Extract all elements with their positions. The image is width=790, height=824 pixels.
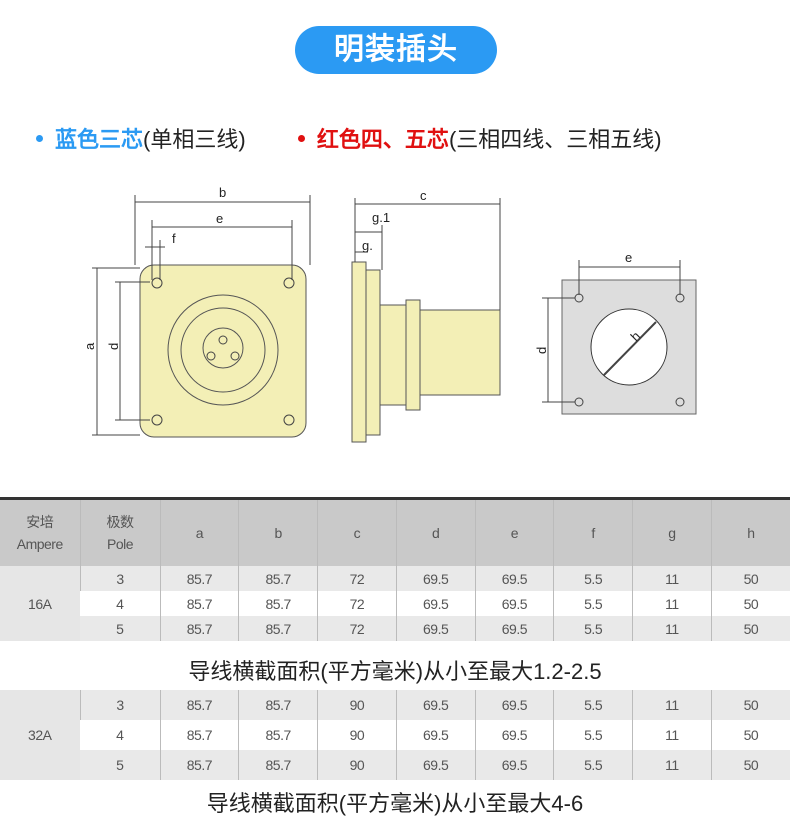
table-cell: 5.5 [553, 591, 633, 616]
table-cell: 69.5 [395, 616, 475, 641]
table-cell: 90 [317, 720, 397, 750]
table-cell: 85.7 [159, 690, 239, 720]
table-cell: 69.5 [474, 690, 554, 720]
table-cell: 85.7 [238, 591, 318, 616]
dim-d2: d [534, 347, 549, 354]
color-legend: 蓝色三芯(单相三线) 红色四、五芯(三相四线、三相五线) [36, 122, 662, 154]
table-cell: 5.5 [553, 690, 633, 720]
table-cell: 69.5 [474, 566, 554, 591]
table-cell: 85.7 [159, 750, 239, 780]
table-cell: 3 [79, 566, 160, 591]
header-e: e [474, 498, 554, 566]
wire-spec-caption-16a: 导线横截面积(平方毫米)从小至最大1.2-2.5 [188, 659, 602, 684]
header-f: f [553, 498, 633, 566]
dim-c: c [420, 188, 427, 203]
header-a: a [159, 498, 239, 566]
table-cell: 85.7 [238, 616, 318, 641]
table-cell: 50 [710, 566, 790, 591]
header-b: b [238, 498, 318, 566]
table-cell: 5.5 [553, 720, 633, 750]
header-h: h [710, 498, 790, 566]
table-cell: 85.7 [159, 616, 239, 641]
dim-d: d [106, 343, 121, 350]
table-cell: 85.7 [238, 750, 318, 780]
header-d: d [395, 498, 475, 566]
dim-g1: g.1 [372, 210, 390, 225]
table-cell: 85.7 [159, 566, 239, 591]
dim-e: e [216, 211, 223, 226]
legend-blue-desc: (单相三线) [143, 127, 246, 152]
wire-spec-caption-32a: 导线横截面积(平方毫米)从小至最大4-6 [206, 791, 584, 816]
table-cell: 5.5 [553, 750, 633, 780]
table-cell: 90 [317, 690, 397, 720]
table-cell: 69.5 [395, 591, 475, 616]
header-g: g [632, 498, 712, 566]
table-cell: 50 [710, 616, 790, 641]
table-cell: 69.5 [474, 591, 554, 616]
table-cell: 72 [317, 616, 397, 641]
table-cell: 85.7 [159, 720, 239, 750]
table-cell: 11 [632, 616, 712, 641]
table-cell: 50 [710, 750, 790, 780]
table-cell: 85.7 [238, 720, 318, 750]
dim-b: b [219, 185, 226, 200]
table-cell: 72 [317, 591, 397, 616]
table-cell: 69.5 [395, 566, 475, 591]
red-dot-icon [297, 134, 305, 142]
dim-f: f [172, 231, 176, 246]
ampere-cell: 32A [0, 690, 80, 780]
table-cell: 11 [632, 690, 712, 720]
legend-blue-label: 蓝色三芯 [55, 127, 144, 152]
table-cell: 85.7 [238, 566, 318, 591]
legend-red-label: 红色四、五芯 [316, 127, 449, 152]
table-cell: 69.5 [474, 720, 554, 750]
table-cell: 11 [632, 566, 712, 591]
table-cell: 85.7 [238, 690, 318, 720]
dim-e2: e [625, 250, 632, 265]
legend-red-desc: (三相四线、三相五线) [448, 127, 662, 152]
table-cell: 3 [79, 690, 160, 720]
table-cell: 5.5 [553, 566, 633, 591]
ampere-cell: 16A [0, 566, 80, 641]
table-cell: 50 [710, 591, 790, 616]
table-cell: 5.5 [553, 616, 633, 641]
dim-a: a [82, 342, 97, 350]
table-cell: 50 [710, 690, 790, 720]
table-cell: 11 [632, 591, 712, 616]
header-c: c [317, 498, 397, 566]
table-cell: 11 [632, 750, 712, 780]
table-cell: 69.5 [395, 720, 475, 750]
table-cell: 69.5 [474, 750, 554, 780]
table-cell: 11 [632, 720, 712, 750]
dimension-diagram: b e f a d c g.1 g. e d h [82, 185, 697, 443]
table-cell: 5 [80, 616, 160, 641]
table-cell: 4 [80, 591, 160, 616]
table-cell: 4 [80, 720, 160, 750]
blue-dot-icon [36, 134, 43, 142]
dim-g: g. [362, 238, 373, 253]
table-cell: 69.5 [395, 750, 475, 780]
table-cell: 72 [317, 566, 397, 591]
table-cell: 85.7 [159, 591, 239, 616]
table-cell: 69.5 [474, 616, 554, 641]
table-cell: 5 [80, 750, 160, 780]
table-cell: 69.5 [395, 690, 475, 720]
page-title: 明装插头 [295, 26, 497, 74]
table-cell: 90 [317, 750, 397, 780]
table-cell: 50 [710, 720, 790, 750]
